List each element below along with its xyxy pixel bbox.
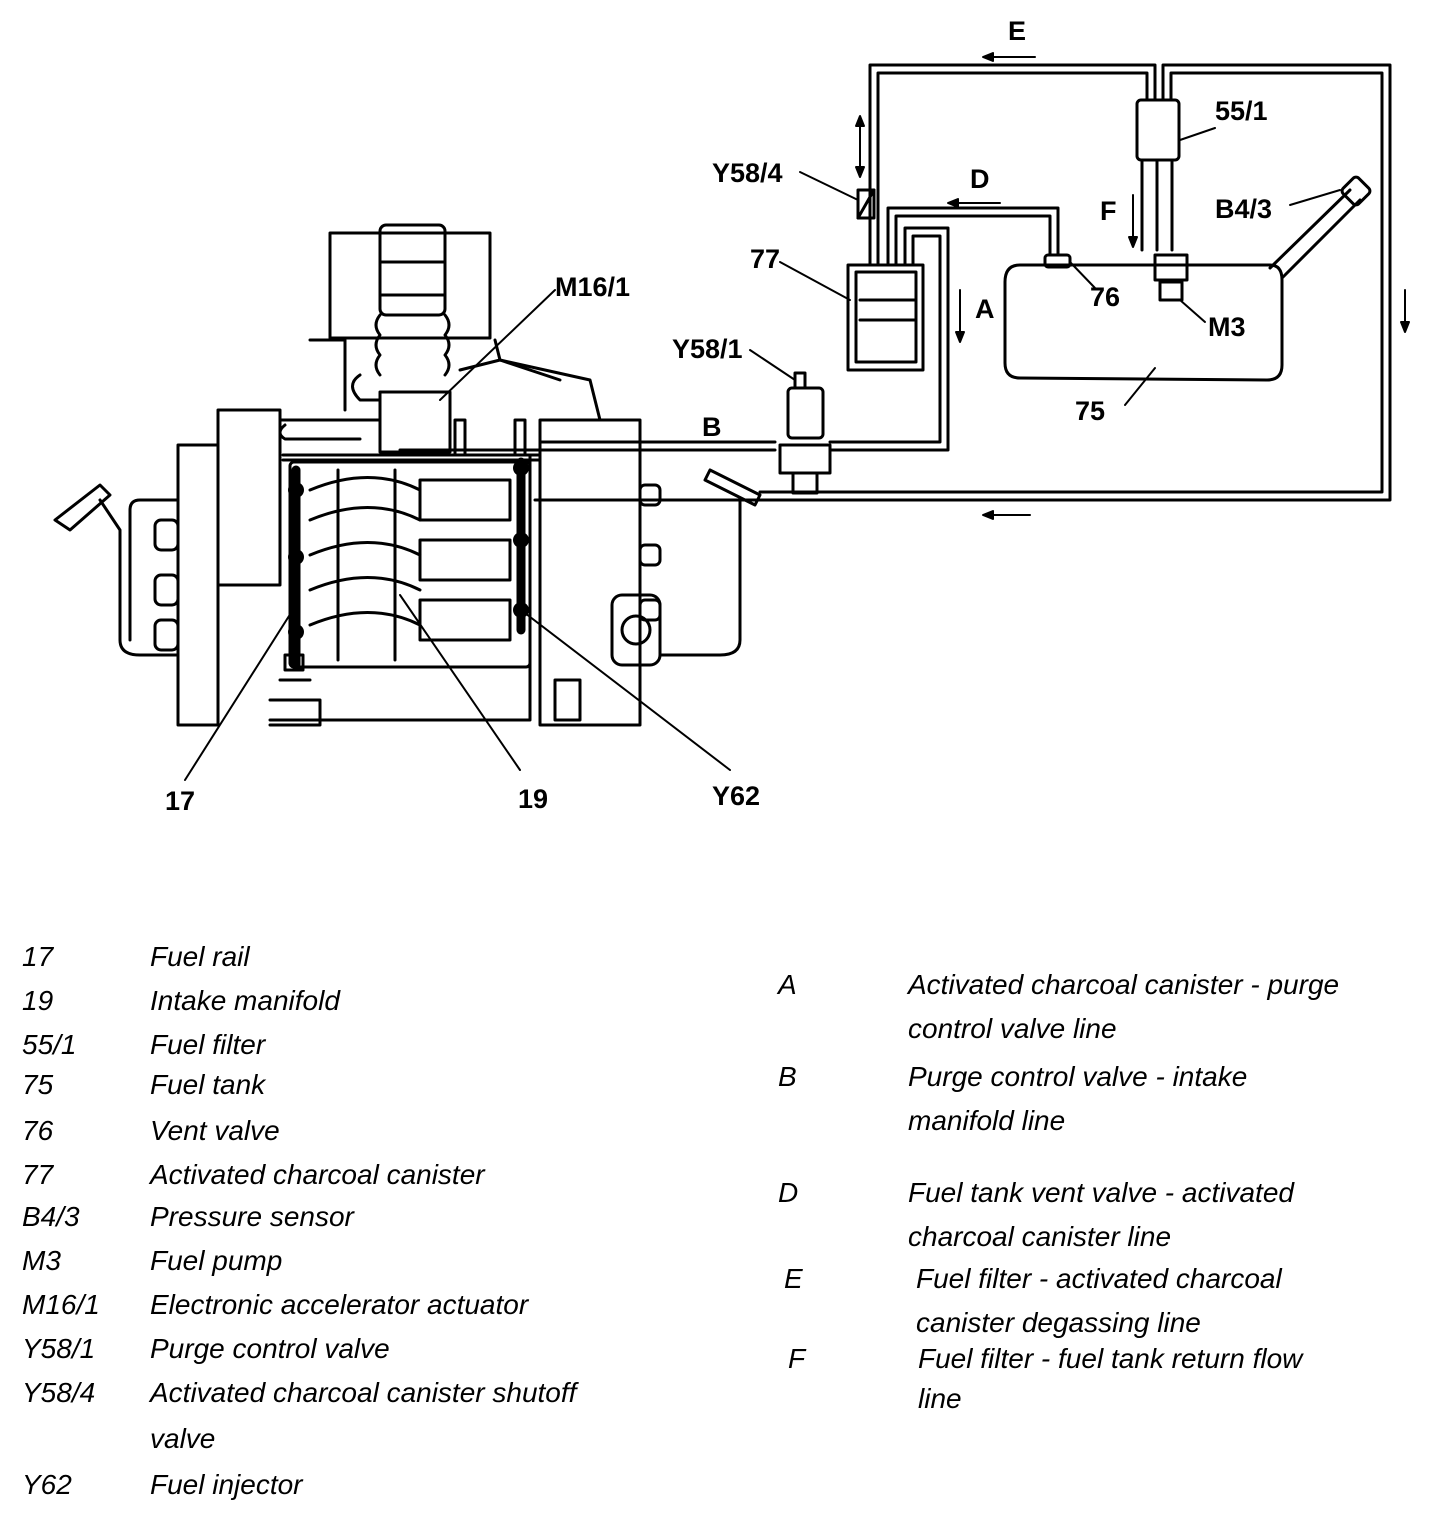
legend-code: F <box>788 1343 806 1374</box>
label-77: 77 <box>750 244 780 274</box>
legend-code: B4/3 <box>22 1201 80 1232</box>
legend-code: 17 <box>22 941 54 972</box>
label-19: 19 <box>518 784 548 814</box>
legend-desc: Electronic accelerator actuator <box>150 1289 529 1320</box>
legend-code: Y58/1 <box>22 1333 96 1364</box>
legend-desc: Pressure sensor <box>150 1201 354 1232</box>
legend-desc-cont: line <box>918 1383 962 1414</box>
legend-code: M16/1 <box>22 1289 100 1320</box>
legend-desc: Fuel injector <box>150 1469 303 1500</box>
label-f: F <box>1100 196 1117 226</box>
legend-desc: Fuel tank <box>150 1069 266 1100</box>
canister-77 <box>846 188 925 372</box>
legend-code: 19 <box>22 985 54 1016</box>
engine <box>53 223 762 727</box>
legend-code: 77 <box>22 1159 54 1190</box>
legend-desc-cont: valve <box>150 1423 216 1454</box>
legend-desc-cont: manifold line <box>908 1105 1066 1136</box>
evaporative-emission-diagram: E D F A B 55/1 Y58/4 B4/3 77 76 M3 M16/1… <box>53 16 1410 816</box>
leader-lines <box>184 127 1341 781</box>
legend-desc: Fuel rail <box>150 941 250 972</box>
legend-code: Y62 <box>22 1469 72 1500</box>
legend-desc-cont: canister degassing line <box>916 1307 1201 1338</box>
legend-desc-cont: charcoal canister line <box>908 1221 1172 1252</box>
label-b: B <box>702 412 722 442</box>
label-76: 76 <box>1090 282 1120 312</box>
legend-code: 76 <box>22 1115 54 1146</box>
legend-lines: A Activated charcoal canister - purge cont… <box>778 968 1438 1414</box>
legend-desc: Activated charcoal canister shutoff <box>150 1377 577 1408</box>
label-a: A <box>975 294 995 324</box>
label-55-1: 55/1 <box>1215 96 1268 126</box>
legend-code: Y58/4 <box>22 1377 96 1408</box>
legend-components: 17 Fuel rail 19 Intake manifold 55/1 Fuel f… <box>22 940 722 1520</box>
legend-desc: Fuel filter - fuel tank return flow <box>918 1343 1303 1374</box>
line-e <box>533 63 1392 502</box>
label-y58-4: Y58/4 <box>712 158 783 188</box>
label-y62: Y62 <box>712 781 760 811</box>
fuel-filter-55-1 <box>1135 98 1181 252</box>
label-m3: M3 <box>1208 312 1246 342</box>
legend-desc: Vent valve <box>150 1115 280 1146</box>
label-d: D <box>970 164 990 194</box>
legend-code: E <box>784 1263 803 1294</box>
legend-desc: Activated charcoal canister - purge <box>908 969 1340 1000</box>
label-b4-3: B4/3 <box>1215 194 1272 224</box>
legend-desc: Purge control valve <box>150 1333 390 1364</box>
legend-desc: Activated charcoal canister <box>150 1159 485 1190</box>
fuel-tank-75 <box>1003 175 1372 382</box>
legend-code: M3 <box>22 1245 61 1276</box>
line-a-b <box>398 226 950 452</box>
legend-code: D <box>778 1177 799 1208</box>
flow-arrows <box>855 52 1410 520</box>
legend-desc-cont: control valve line <box>908 1013 1117 1044</box>
legend-code: B <box>778 1061 797 1092</box>
line-d <box>886 206 1060 267</box>
legend-code: 55/1 <box>22 1029 77 1060</box>
legend-desc: Fuel filter - activated charcoal <box>916 1263 1282 1294</box>
legend-code: 75 <box>22 1069 54 1100</box>
label-e: E <box>1008 16 1026 46</box>
label-y58-1: Y58/1 <box>672 334 743 364</box>
label-17: 17 <box>165 786 195 816</box>
label-75: 75 <box>1075 396 1105 426</box>
label-m16-1: M16/1 <box>555 272 630 302</box>
purge-valve-y58-1 <box>778 371 832 495</box>
legend-code: A <box>778 969 797 1000</box>
legend-desc: Purge control valve - intake <box>908 1061 1248 1092</box>
legend-desc: Fuel filter <box>150 1029 266 1060</box>
legend-desc: Fuel pump <box>150 1245 283 1276</box>
legend-desc: Fuel tank vent valve - activated <box>908 1177 1294 1208</box>
legend-desc: Intake manifold <box>150 985 340 1016</box>
